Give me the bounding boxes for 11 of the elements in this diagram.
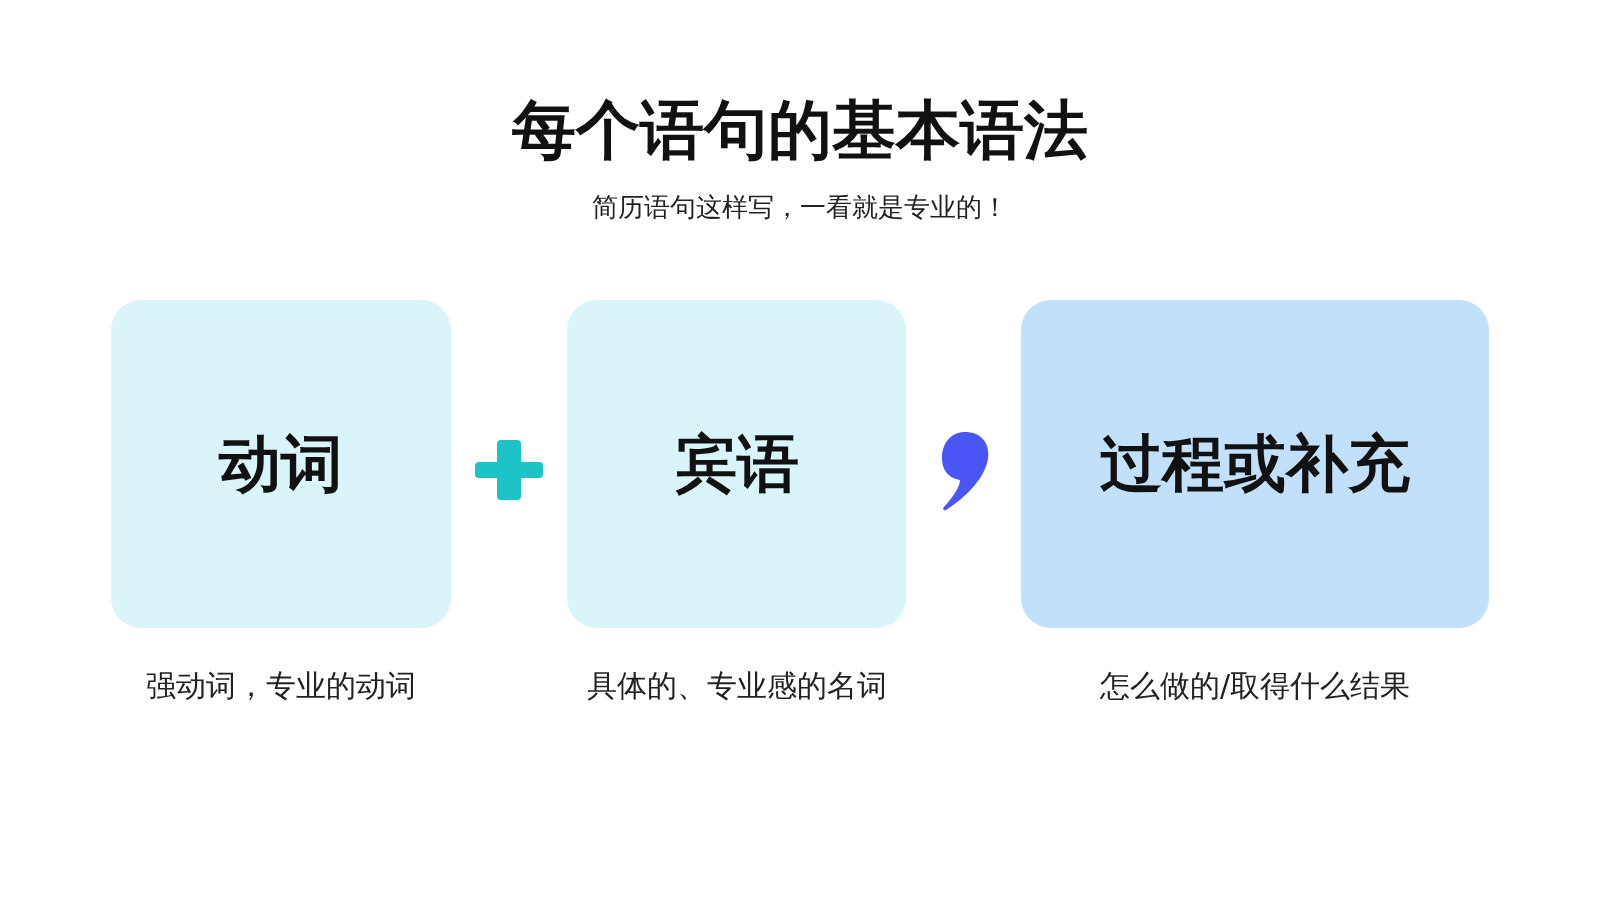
card-caption: 怎么做的/取得什么结果: [1099, 667, 1411, 705]
subtitle: 简历语句这样写，一看就是专业的！: [592, 191, 1008, 224]
card-caption: 强动词，专业的动词: [146, 667, 416, 705]
card-caption: 具体的、专业感的名词: [586, 667, 887, 705]
card-heading: 过程或补充: [1100, 426, 1410, 502]
term-card: [567, 300, 906, 628]
title: 每个语句的基本语法: [512, 92, 1088, 169]
term-card: [1021, 300, 1489, 628]
card-heading: 宾语: [674, 426, 799, 502]
term-card: [111, 300, 451, 628]
card-heading: 动词: [219, 426, 343, 502]
